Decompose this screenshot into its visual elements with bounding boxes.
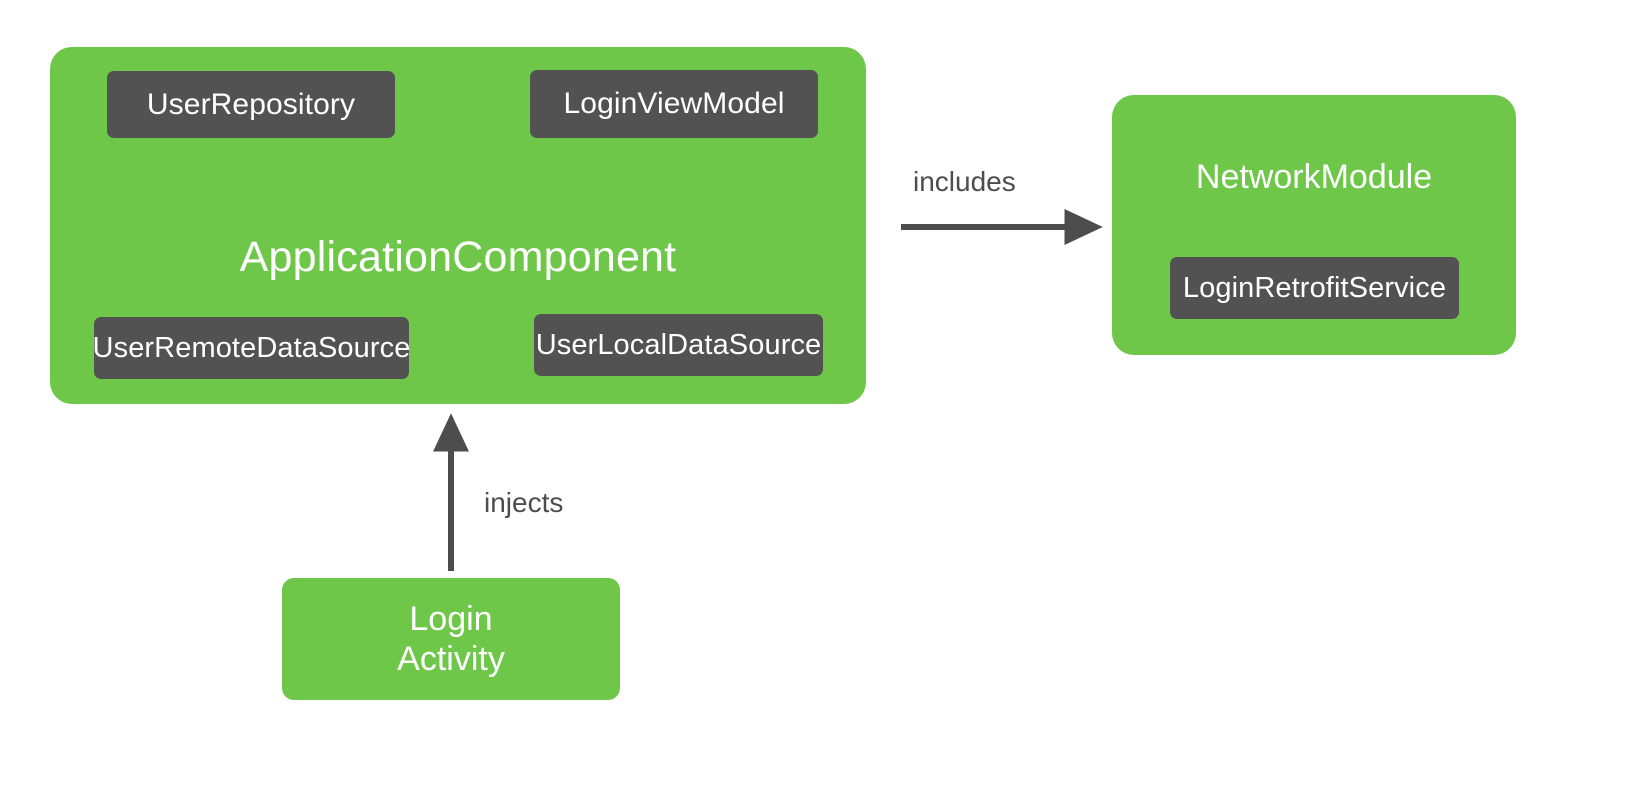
edge-label-includes: includes <box>913 166 1016 197</box>
node-user-repository[interactable]: UserRepository <box>107 71 395 138</box>
node-user-remote-data-source-label: UserRemoteDataSource <box>92 331 411 364</box>
edge-label-injects: injects <box>484 487 564 518</box>
node-user-local-data-source[interactable]: UserLocalDataSource <box>534 314 823 376</box>
node-login-retrofit-service[interactable]: LoginRetrofitService <box>1170 257 1459 319</box>
node-login-view-model[interactable]: LoginViewModel <box>530 70 818 138</box>
application-component-title: ApplicationComponent <box>239 233 677 281</box>
node-user-local-data-source-label: UserLocalDataSource <box>535 328 822 361</box>
node-login-activity[interactable]: Login Activity <box>282 578 620 700</box>
node-user-remote-data-source[interactable]: UserRemoteDataSource <box>92 317 411 379</box>
node-user-repository-label: UserRepository <box>146 87 356 121</box>
node-login-activity-label-line1: Login <box>409 599 493 638</box>
node-login-activity-label-line2: Activity <box>397 640 505 678</box>
node-login-view-model-label: LoginViewModel <box>563 87 785 121</box>
node-login-retrofit-service-label: LoginRetrofitService <box>1182 271 1447 304</box>
network-module-title: NetworkModule <box>1195 158 1433 196</box>
